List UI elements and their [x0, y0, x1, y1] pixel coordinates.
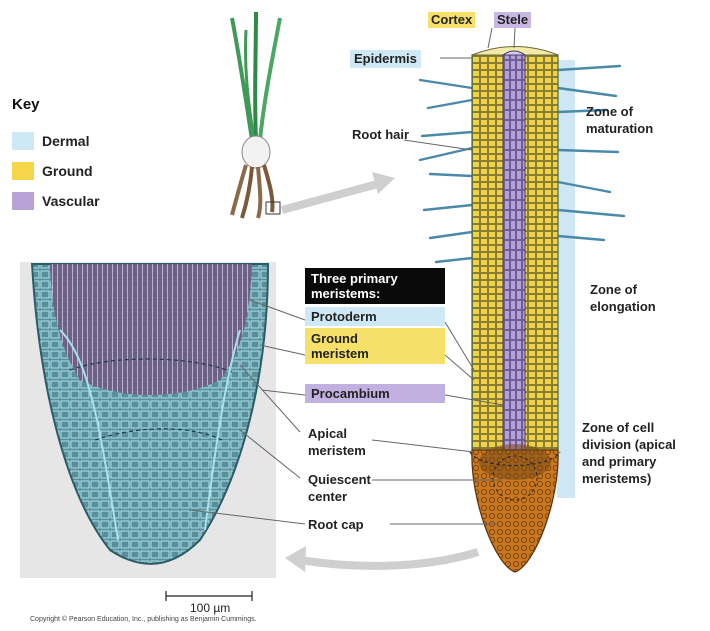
zone-maturation-label-line2: maturation: [586, 121, 653, 137]
root-cap-label: Root cap: [308, 517, 364, 533]
zone-division-label-line4: meristems): [582, 471, 651, 487]
cortex-label: Cortex: [428, 12, 475, 28]
protoderm-label: Protoderm: [305, 307, 445, 326]
zone-division-label-line1: Zone of cell: [582, 420, 654, 436]
meristems-title: Three primary meristems:: [305, 268, 445, 304]
epidermis-label: Epidermis: [350, 50, 421, 68]
copyright-text: Copyright © Pearson Education, Inc., pub…: [30, 616, 257, 623]
quiescent-center-label-line2: center: [308, 489, 347, 505]
zone-division-label-line3: and primary: [582, 454, 656, 470]
key-item-vascular: Vascular: [12, 190, 100, 212]
key-label: Vascular: [42, 193, 100, 209]
quiescent-center-label-line1: Quiescent: [308, 472, 371, 488]
ground-swatch: [12, 162, 34, 180]
onion-seedling-illustration: [232, 12, 280, 218]
scale-bar-label: 100 µm: [190, 600, 230, 616]
key-title: Key: [12, 96, 40, 113]
zone-elongation-label-line2: elongation: [590, 299, 656, 315]
key-item-ground: Ground: [12, 160, 93, 182]
key-item-dermal: Dermal: [12, 130, 89, 152]
meristems-title-line2: meristems:: [311, 286, 439, 301]
ground-meristem-line1: Ground: [311, 331, 439, 346]
ground-meristem-label: Ground meristem: [305, 328, 445, 364]
dermal-swatch: [12, 132, 34, 150]
stele-label: Stele: [494, 12, 531, 28]
procambium-label: Procambium: [305, 384, 445, 403]
key-label: Dermal: [42, 133, 89, 149]
root-hair-label: Root hair: [352, 127, 409, 143]
apical-meristem-label-line2: meristem: [308, 443, 366, 459]
apical-meristem-label-line1: Apical: [308, 426, 347, 442]
ground-meristem-line2: meristem: [311, 346, 439, 361]
zone-maturation-label-line1: Zone of: [586, 104, 633, 120]
key-label: Ground: [42, 163, 93, 179]
zone-division-label-line2: division (apical: [582, 437, 676, 453]
vascular-swatch: [12, 192, 34, 210]
zone-elongation-label-line1: Zone of: [590, 282, 637, 298]
meristems-title-line1: Three primary: [311, 271, 439, 286]
